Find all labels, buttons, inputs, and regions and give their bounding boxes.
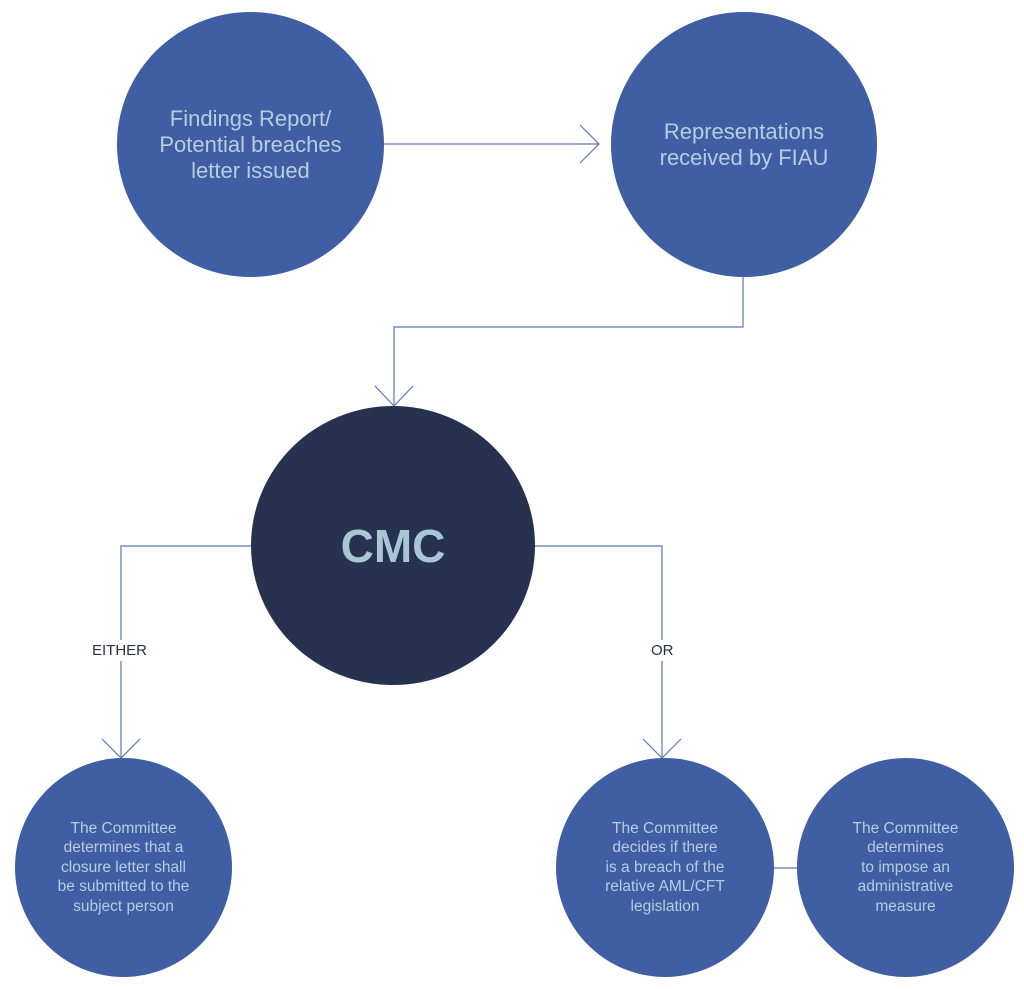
connector-representations-to-cmc <box>393 277 744 406</box>
node-cmc: CMC <box>251 406 535 685</box>
connector-cmc-to-closure <box>120 545 251 758</box>
node-breach-decision: The Committee decides if there is a brea… <box>556 758 774 977</box>
node-findings-report-text: Findings Report/ Potential breaches lett… <box>159 105 342 183</box>
node-administrative-measure: The Committee determines to impose an ad… <box>797 758 1014 977</box>
branch-label-either: EITHER <box>92 640 148 661</box>
node-closure-letter-text: The Committee determines that a closure … <box>57 819 190 915</box>
node-representations-text: Representations received by FIAU <box>659 118 829 170</box>
connector-cmc-to-breach <box>535 545 663 758</box>
arrowhead-icon <box>579 124 600 164</box>
node-representations: Representations received by FIAU <box>611 12 877 277</box>
node-administrative-measure-text: The Committee determines to impose an ad… <box>852 819 959 915</box>
node-cmc-text: CMC <box>340 519 446 572</box>
node-breach-decision-text: The Committee decides if there is a brea… <box>605 819 725 915</box>
branch-label-or: OR <box>651 640 674 661</box>
node-findings-report: Findings Report/ Potential breaches lett… <box>117 12 384 277</box>
node-closure-letter: The Committee determines that a closure … <box>15 758 232 977</box>
